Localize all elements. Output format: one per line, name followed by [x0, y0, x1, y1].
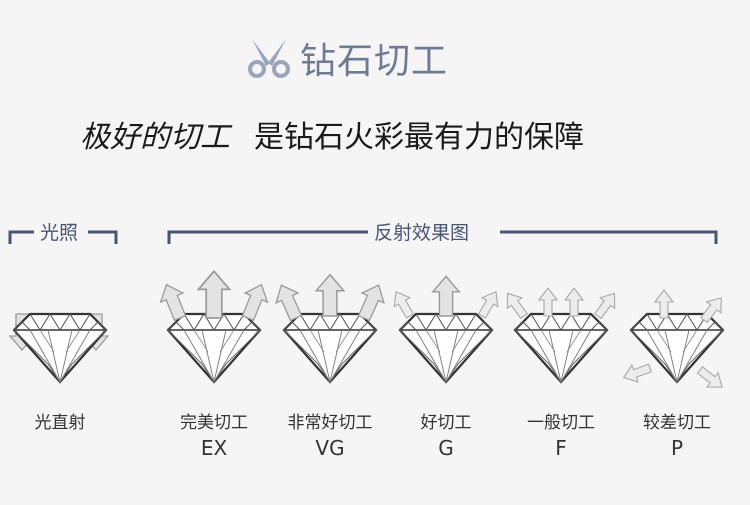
diamond-f	[513, 312, 609, 384]
label-g: 好切工	[420, 413, 472, 433]
diamond-g	[398, 312, 494, 384]
label-ex: 完美切工	[180, 413, 248, 433]
grade-g: G	[438, 436, 454, 460]
slogan-emphasis: 极好的切工	[80, 120, 230, 155]
diamond-direct	[12, 312, 108, 384]
light-bracket	[8, 230, 118, 244]
label-p: 较差切工	[643, 413, 711, 433]
page-title: 钻石切工	[300, 41, 449, 82]
reflection-group-label: 反射效果图	[368, 218, 476, 245]
label-f: 一般切工	[527, 413, 595, 433]
slogan-text: 是钻石火彩最有力的保障	[254, 120, 584, 155]
light-group-label: 光照	[34, 218, 85, 245]
slogan: 极好的切工是钻石火彩最有力的保障	[80, 112, 750, 156]
grade-f: F	[555, 436, 567, 460]
grade-p: P	[670, 436, 684, 460]
reflection-bracket	[167, 230, 718, 244]
grade-ex: EX	[200, 436, 228, 460]
scissors-icon	[248, 39, 290, 78]
reflection-arrows-vg	[269, 273, 391, 324]
reflection-arrows-g	[387, 275, 505, 322]
reflection-arrows-ex	[154, 270, 274, 324]
diamond-ex	[166, 312, 262, 384]
grade-vg: VG	[315, 436, 345, 460]
label-vg: 非常好切工	[287, 413, 373, 433]
label-direct: 光直射	[34, 413, 86, 433]
header: 钻石切工	[244, 30, 448, 86]
diamond-vg	[282, 312, 378, 384]
